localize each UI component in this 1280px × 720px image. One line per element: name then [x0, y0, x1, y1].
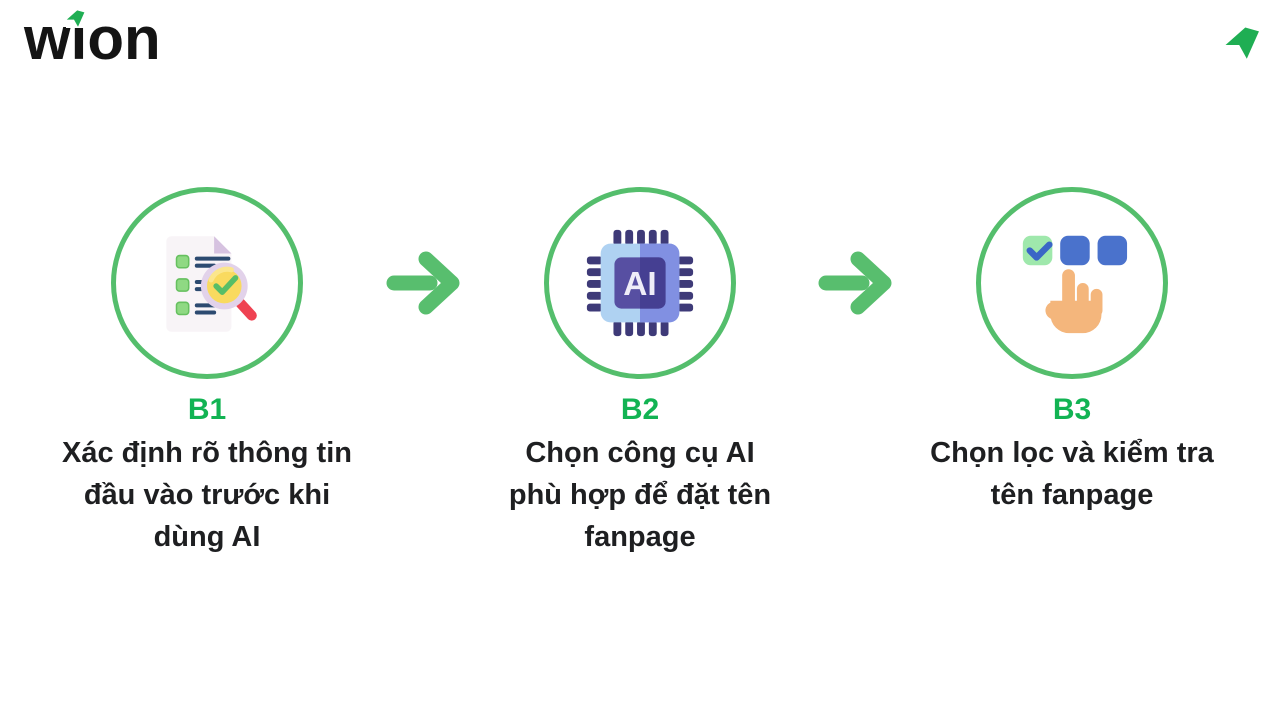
step1-title-line: đầu vào trước khi	[83, 479, 331, 511]
step1-title-line: Xác định rõ thông tin	[62, 437, 352, 469]
step3-circle	[976, 187, 1168, 379]
step1-text-block: B1 Xác định rõ thông tin đầu vào trước k…	[7, 392, 407, 558]
document-checklist-magnifier-icon	[166, 236, 257, 332]
step1-label: B1	[187, 393, 227, 426]
step2-label: B2	[620, 393, 660, 426]
brand-logo: wion	[24, 0, 174, 70]
step3-text-block: B3 Chọn lọc và kiểm tra tên fanpage	[872, 392, 1272, 516]
corner-arrow-icon	[1225, 27, 1259, 59]
step2-title-line: fanpage	[584, 521, 696, 553]
chip-label: AI	[623, 266, 656, 303]
step3-label: B3	[1052, 393, 1092, 426]
step2-text-block: B2 Chọn công cụ AI phù hợp để đặt tên fa…	[440, 392, 840, 558]
step3-title-line: tên fanpage	[990, 479, 1154, 511]
right-arrow-icon	[386, 251, 460, 315]
hand-selecting-option-icon	[1022, 235, 1128, 334]
step3-title-line: Chọn lọc và kiểm tra	[930, 437, 1214, 469]
step2-title-line: Chọn công cụ AI	[525, 437, 755, 469]
step2-circle: AI	[544, 187, 736, 379]
ai-chip-icon: AI	[586, 229, 694, 337]
right-arrow-icon	[818, 251, 892, 315]
logo-arrow-mark-icon	[66, 8, 86, 28]
step1-title-line: dùng AI	[153, 521, 261, 553]
step2-title-line: phù hợp để đặt tên	[508, 479, 772, 511]
logo-text: wion	[24, 5, 161, 72]
step1-circle	[111, 187, 303, 379]
